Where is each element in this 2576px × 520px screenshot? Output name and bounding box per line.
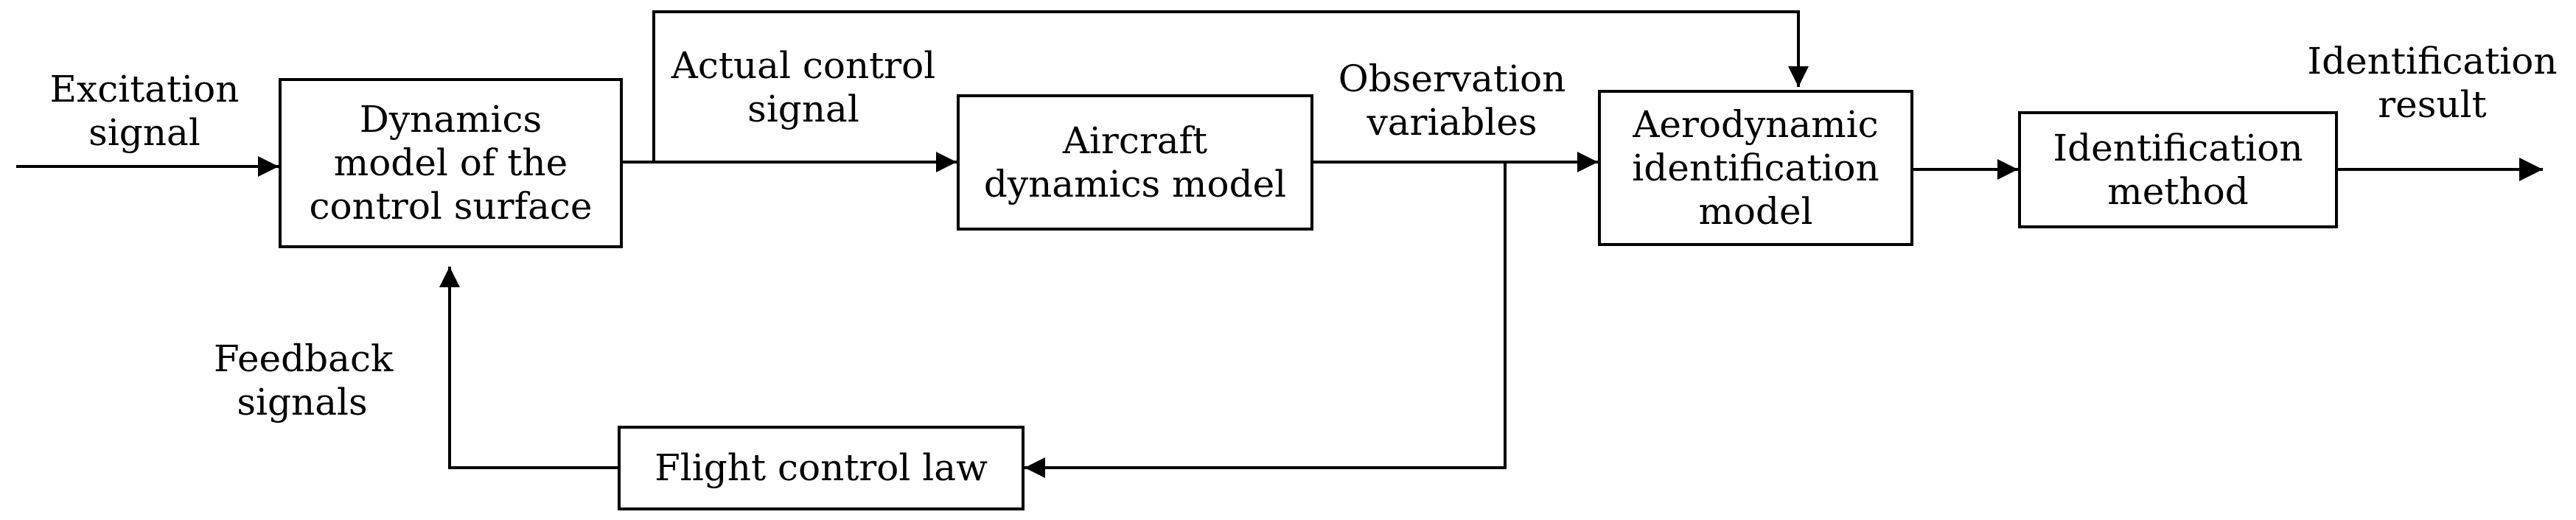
label-feedback-signals: Feedback signals <box>214 337 394 424</box>
block-text: dynamics model <box>983 162 1287 205</box>
block-text: method <box>2107 169 2249 213</box>
block-text: Aircraft <box>1062 119 1208 162</box>
block-identification-method: Identification method <box>2018 111 2338 228</box>
arrow-control-bypass <box>652 10 1809 162</box>
label-excitation-signal: Excitation signal <box>34 68 255 155</box>
block-aerodynamic-identification: Aerodynamic identification model <box>1598 90 1913 246</box>
label-text: Observation <box>1338 57 1566 100</box>
label-text: variables <box>1366 101 1537 144</box>
block-text: control surface <box>309 185 593 228</box>
block-text: Flight control law <box>655 446 988 489</box>
label-text: Excitation <box>49 68 240 110</box>
label-text: Feedback <box>214 337 394 380</box>
label-actual-control-signal: Actual control signal <box>663 44 943 131</box>
block-aircraft-dynamics: Aircraft dynamics model <box>957 94 1313 231</box>
label-text: result <box>2378 83 2487 126</box>
block-text: model of the <box>333 141 568 184</box>
arrow-feedback <box>439 267 618 469</box>
block-text: model <box>1698 189 1813 233</box>
block-control-surface-dynamics: Dynamics model of the control surface <box>279 78 623 248</box>
block-text: identification <box>1632 146 1879 189</box>
arrow-observation-feedback <box>1025 162 1507 478</box>
label-observation-variables: Observation variables <box>1319 57 1585 144</box>
label-text: Identification <box>2307 40 2558 82</box>
label-identification-result: Identification result <box>2292 40 2572 127</box>
block-text: Dynamics <box>359 98 542 141</box>
label-text: signal <box>747 88 859 130</box>
block-text: Identification <box>2053 126 2303 169</box>
block-text: Aerodynamic <box>1633 102 1879 146</box>
label-text: Actual control <box>671 44 936 87</box>
label-text: signals <box>237 381 368 424</box>
block-flight-control-law: Flight control law <box>618 426 1025 510</box>
label-text: signal <box>88 111 200 154</box>
